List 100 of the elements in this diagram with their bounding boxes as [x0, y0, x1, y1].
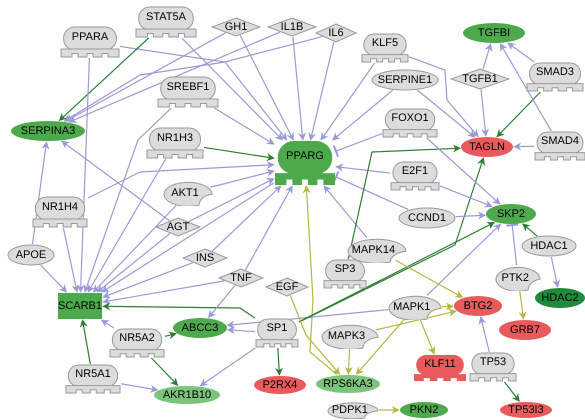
arrow — [204, 146, 275, 162]
gene-label: CCND1 — [407, 212, 447, 224]
arrow — [212, 185, 282, 252]
gene-node — [32, 196, 88, 228]
gene-label: PKN2 — [408, 404, 440, 416]
arrow — [275, 348, 283, 376]
arrow — [68, 32, 280, 123]
gene-label: IL6 — [327, 28, 345, 38]
arrow — [478, 316, 490, 352]
arrow — [324, 185, 368, 238]
arrow — [348, 144, 461, 260]
gene-node — [323, 259, 367, 289]
kinase-node — [327, 401, 379, 419]
gene-node — [413, 354, 467, 382]
arrow — [395, 260, 464, 298]
gene-label: SP1 — [266, 323, 288, 334]
diamond-node — [218, 268, 264, 288]
gene-label: AKT1 — [170, 188, 200, 198]
diamond-node — [267, 17, 317, 37]
gene-label: IL1B — [280, 22, 304, 32]
arrow — [440, 185, 493, 208]
gene-label: SCARB1 — [57, 300, 103, 312]
kinase-node — [347, 237, 407, 263]
receptor-node — [57, 292, 103, 320]
diamond-node — [265, 277, 309, 297]
gene-label: RPS6KA3 — [322, 378, 374, 390]
arrow — [513, 142, 534, 151]
gene-label: MAPK3 — [326, 330, 366, 342]
arrow — [240, 35, 294, 141]
kinase-node — [388, 294, 442, 320]
gene-label: PTK2 — [500, 272, 530, 284]
arrow — [335, 164, 390, 174]
gene-node — [255, 318, 299, 348]
diamond-node — [211, 17, 261, 37]
gene-node — [390, 161, 440, 191]
gene-node — [382, 108, 438, 138]
arrow — [504, 382, 520, 402]
arrow — [164, 331, 177, 340]
gene-label: SERPINA3 — [20, 126, 76, 136]
gene-label: HDAC2 — [540, 292, 580, 304]
ellipse-node — [253, 375, 307, 395]
gene-label: TP53 — [478, 357, 508, 368]
gene-label: KLF5 — [370, 38, 400, 50]
arrow — [208, 285, 236, 318]
gene-label: BTG2 — [462, 300, 494, 312]
gene-label: E2F1 — [400, 166, 430, 178]
gene-label: KLF11 — [423, 358, 457, 370]
arrow — [120, 383, 158, 393]
arrow — [64, 36, 323, 122]
arrow — [417, 90, 476, 138]
gene-label: GRB7 — [509, 324, 541, 336]
diamond-node — [450, 68, 510, 90]
gene-node — [146, 127, 204, 159]
gene-label: TGFB1 — [461, 74, 499, 84]
arrow — [496, 92, 541, 138]
arrow — [200, 348, 256, 386]
arrow — [356, 318, 406, 375]
gene-label: NR1H3 — [156, 133, 194, 144]
arrow — [426, 224, 502, 296]
arrow — [332, 90, 394, 140]
ellipse-node — [534, 287, 585, 309]
diamond-node — [155, 217, 201, 237]
gene-label: TAGLN — [468, 142, 506, 152]
gene-label: AKR1B10 — [162, 390, 212, 400]
gene-node — [526, 62, 584, 92]
gene-label: MAPK1 — [392, 302, 432, 312]
arrow — [302, 185, 338, 376]
arrow — [61, 140, 170, 222]
ellipse-node — [399, 401, 449, 419]
gene-label: FOXO1 — [390, 113, 430, 124]
arrow — [500, 43, 552, 132]
gene-label: SMAD3 — [535, 67, 575, 78]
arrow — [102, 280, 225, 305]
arrow — [214, 107, 275, 145]
gene-label: INS — [194, 252, 216, 264]
arrow — [88, 161, 275, 199]
gene-label: NR1H4 — [40, 202, 80, 214]
gene-node — [135, 6, 197, 38]
diamond-node — [315, 23, 357, 43]
arrow — [298, 157, 485, 323]
gene-node — [109, 328, 165, 358]
gene-label: APOE — [14, 250, 48, 260]
arrow — [420, 320, 436, 355]
arrow — [84, 108, 172, 293]
arrow — [507, 42, 535, 62]
arrow — [308, 42, 334, 141]
arrow — [151, 358, 178, 386]
gene-label: HDAC1 — [529, 240, 569, 252]
ellipse-node — [371, 69, 439, 91]
arrow — [292, 36, 306, 141]
gene-node — [157, 76, 219, 108]
arrow — [298, 222, 496, 322]
arrow — [442, 302, 454, 310]
gene-label: SREBF1 — [166, 82, 210, 94]
arrow — [210, 168, 275, 188]
arrow — [96, 233, 170, 292]
ellipse-node — [521, 235, 577, 257]
arrow — [244, 185, 293, 270]
gene-label: PPARG — [285, 151, 325, 162]
gene-label: PPARA — [70, 32, 110, 44]
